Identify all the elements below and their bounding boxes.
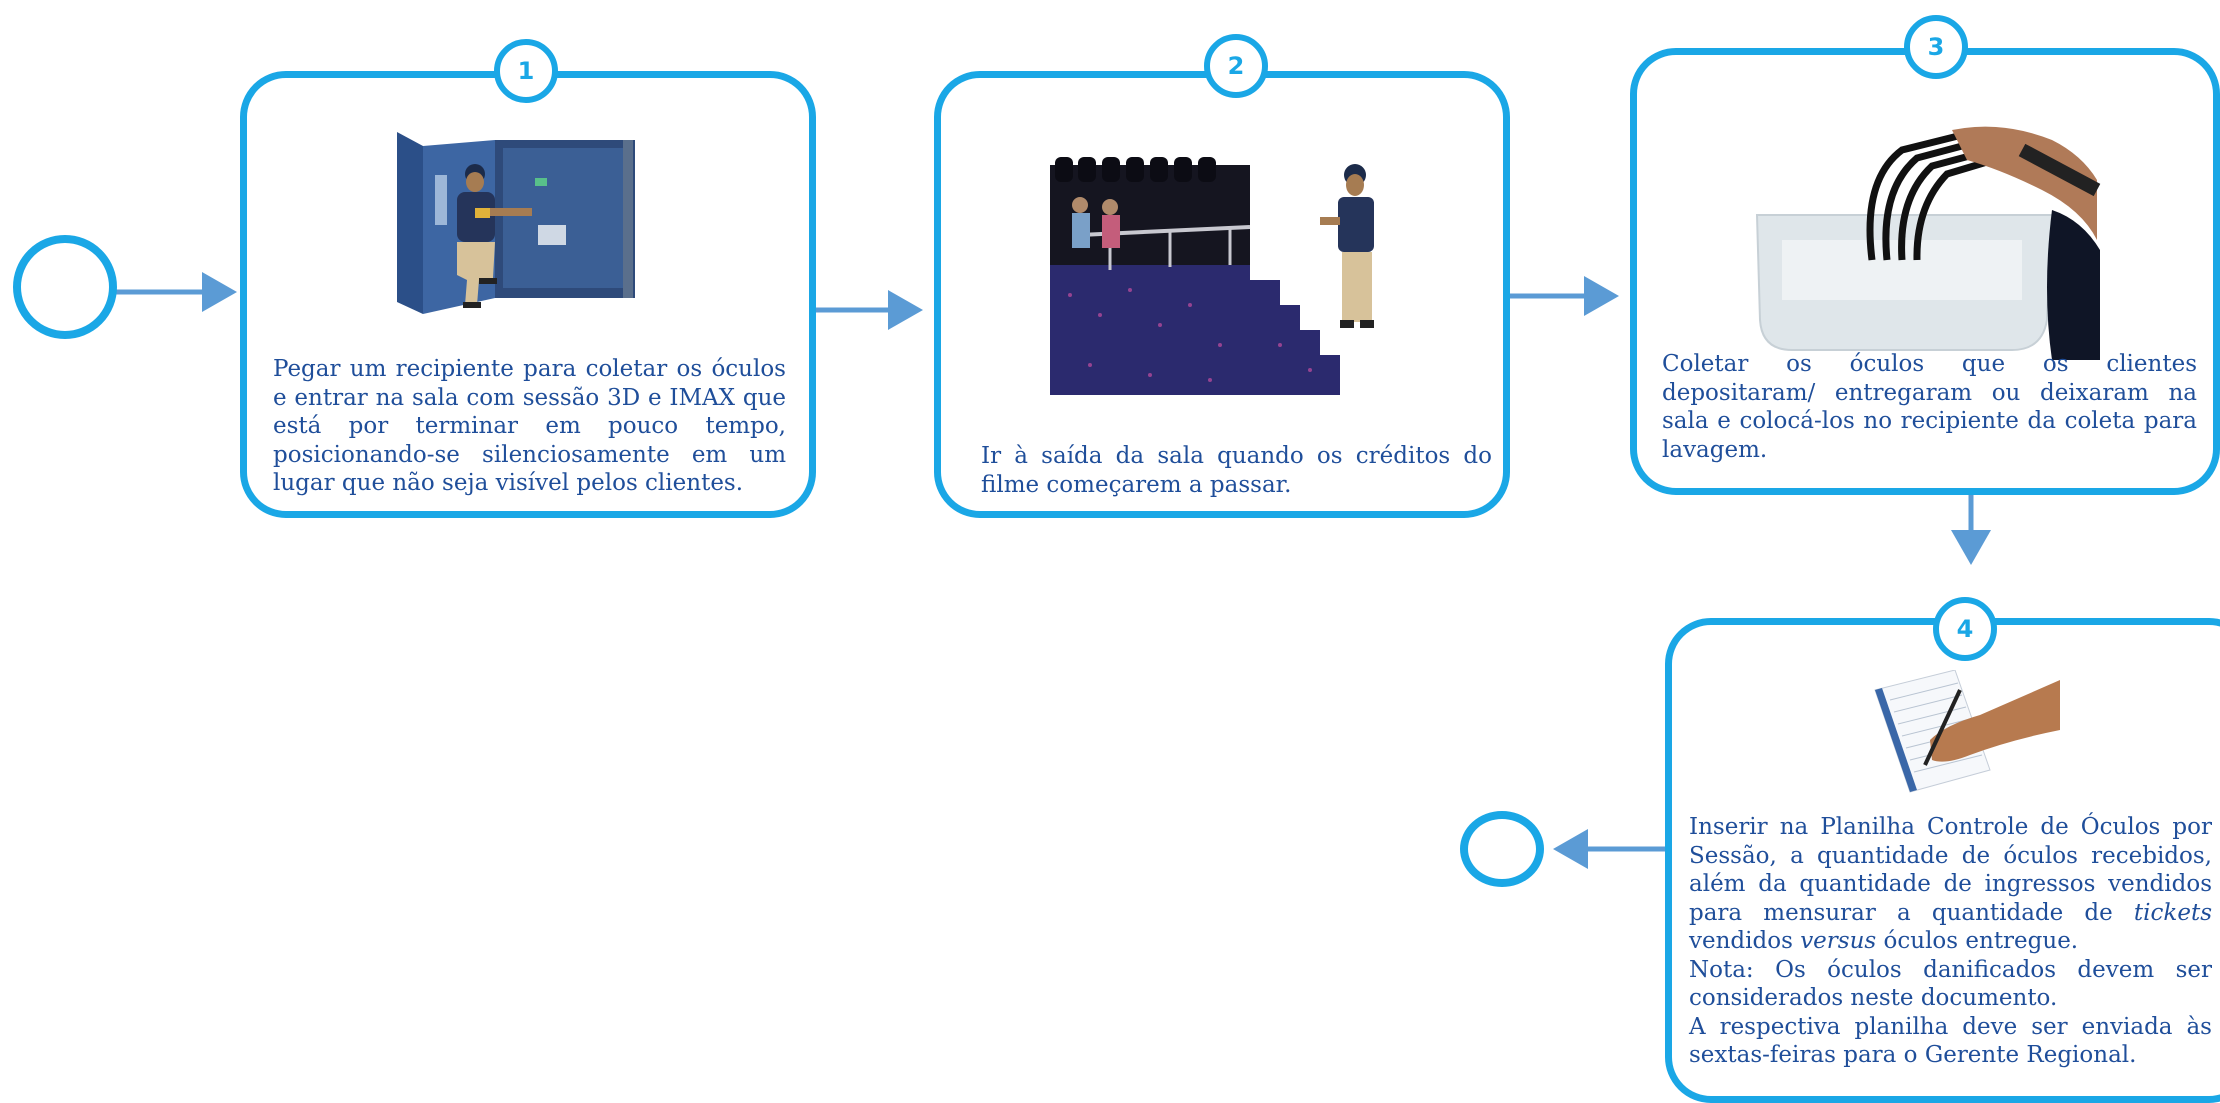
versus-emphasis: versus: [1800, 928, 1877, 954]
step-4-closing: A respectiva planilha deve ser enviada à…: [1689, 1013, 2212, 1069]
glasses-container-photo: [1755, 126, 2101, 360]
step-3-badge: 3: [1904, 15, 1968, 79]
theater-photo: [1050, 157, 1374, 395]
step-2-text: Ir à saída da sala quando os créditos do…: [981, 443, 1492, 498]
step-3-text: Coletar os óculos que os clientes deposi…: [1662, 351, 2197, 463]
step-4-text: Inserir na Planilha Controle de Óculos p…: [1689, 813, 2212, 1070]
step-1-badge: 1: [494, 39, 558, 103]
step-2-badge: 2: [1204, 34, 1268, 98]
spreadsheet-writing-photo: [1874, 670, 2060, 793]
tickets-emphasis: tickets: [2133, 899, 2212, 926]
door-photo: [397, 132, 635, 314]
end-event: [1460, 811, 1544, 887]
start-event: [13, 235, 117, 339]
step-1-text: Pegar um recipiente para coletar os ócul…: [273, 356, 786, 496]
step-4-badge: 4: [1933, 597, 1997, 661]
step-4-main-paragraph: Inserir na Planilha Controle de Óculos p…: [1689, 814, 2212, 954]
step-4-note: Nota: Os óculos danificados devem ser co…: [1689, 956, 2212, 1012]
